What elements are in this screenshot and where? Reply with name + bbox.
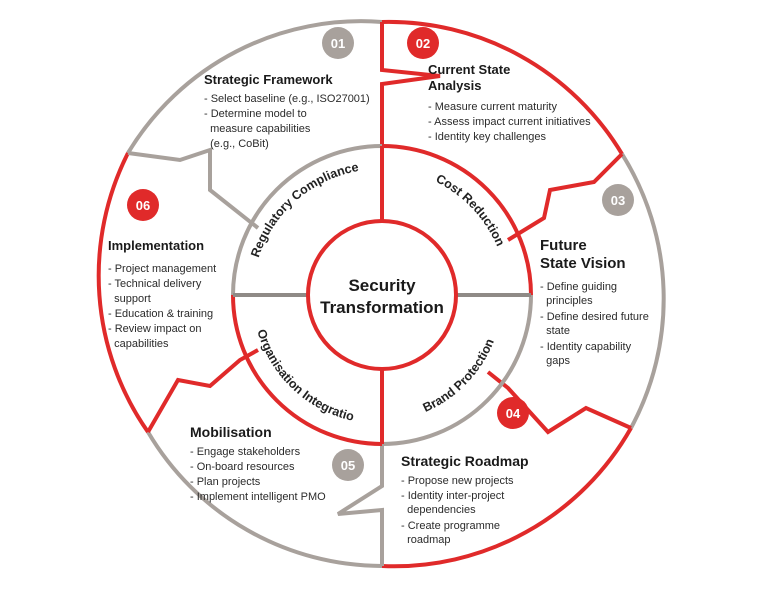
badge-01: 01 (322, 27, 354, 59)
stage-02-title-line2: Analysis (428, 78, 481, 93)
stage-04-strategic-roadmap: Strategic Roadmap - Propose new projects… (401, 453, 529, 546)
svg-text:02: 02 (416, 36, 430, 51)
stage-02-item: - Assess impact current initiatives (428, 116, 591, 128)
center-title-line1: Security (348, 276, 416, 295)
divider-02-03 (506, 152, 624, 242)
stage-02-item: - Measure current maturity (428, 101, 557, 113)
stage-06-item: support (108, 293, 151, 305)
outer-ring-segment-grey-left-top (126, 19, 383, 155)
badge-02: 02 (407, 27, 439, 59)
stage-03-item: - Identity capability (540, 341, 632, 353)
stage-02-current-state-analysis: Current State Analysis - Measure current… (428, 62, 591, 143)
outer-ring-segment-grey-bottom-left (146, 430, 383, 568)
outer-ring-segment-red-top-right (381, 19, 624, 156)
stage-06-implementation: Implementation - Project management - Te… (108, 238, 216, 350)
inner-ring (231, 144, 533, 446)
center-title-line2: Transformation (320, 298, 444, 317)
stage-04-title: Strategic Roadmap (401, 453, 529, 469)
stage-03-item: - Define desired future (540, 311, 649, 323)
stage-03-future-state-vision: Future State Vision - Define guiding pri… (540, 237, 649, 367)
stage-02-item: - Identity key challenges (428, 131, 547, 143)
stage-05-item: - Engage stakeholders (190, 446, 301, 458)
stage-06-item: - Project management (108, 263, 216, 275)
stage-05-title: Mobilisation (190, 424, 272, 440)
stage-06-title: Implementation (108, 238, 204, 253)
stage-01-strategic-framework: Strategic Framework - Select baseline (e… (204, 72, 370, 150)
svg-text:06: 06 (136, 198, 150, 213)
outer-ring-segment-grey-right (620, 152, 666, 429)
outer-ring-segment-red-bottom-right (381, 427, 633, 569)
stage-03-item: - Define guiding (540, 281, 617, 293)
divider-05-06 (146, 348, 259, 433)
ring-label-cost-reduction: Cost Reduction (434, 171, 508, 248)
divider-01-02 (380, 22, 441, 170)
stage-01-item: - Determine model to (204, 108, 307, 120)
stage-05-item: - Plan projects (190, 476, 261, 488)
inner-ring-bottom-right (381, 294, 533, 446)
center-circle (306, 219, 458, 371)
stage-04-item: - Identity inter-project (401, 490, 504, 502)
stage-04-item: - Propose new projects (401, 475, 514, 487)
stage-03-item: principles (540, 295, 593, 307)
stage-03-title-line2: State Vision (540, 255, 626, 272)
stage-05-item: - On-board resources (190, 461, 295, 473)
stage-01-item: measure capabilities (204, 123, 311, 135)
stage-01-item: (e.g., CoBit) (204, 138, 269, 150)
badge-05: 05 (332, 449, 364, 481)
outer-ring-segment-red-left (96, 152, 150, 434)
stage-06-item: - Education & training (108, 308, 213, 320)
stage-06-item: - Technical delivery (108, 278, 202, 290)
svg-text:04: 04 (506, 406, 521, 421)
divider-04-05 (336, 428, 384, 566)
stage-03-title-line1: Future (540, 237, 587, 254)
inner-ring-top-left (231, 144, 383, 296)
inner-ring-top-right (381, 144, 533, 296)
svg-text:05: 05 (341, 458, 355, 473)
badge-06: 06 (127, 189, 159, 221)
stage-05-mobilisation: Mobilisation - Engage stakeholders - On-… (190, 424, 326, 503)
stage-03-item: gaps (540, 355, 570, 367)
stage-01-item: - Select baseline (e.g., ISO27001) (204, 93, 370, 105)
ring-label-organisation-integration: Organisation Integration (0, 0, 356, 424)
stage-05-item: - Implement intelligent PMO (190, 491, 326, 503)
inner-ring-bottom-left (231, 294, 383, 446)
stage-06-item: - Review impact on (108, 323, 202, 335)
svg-text:01: 01 (331, 36, 345, 51)
stage-04-item: - Create programme (401, 520, 500, 532)
stage-01-title: Strategic Framework (204, 72, 333, 87)
stage-02-title-line1: Current State (428, 62, 510, 77)
stage-04-item: roadmap (401, 534, 451, 546)
badge-04: 04 (497, 397, 529, 429)
stage-06-item: capabilities (108, 338, 169, 350)
stage-04-item: dependencies (401, 504, 476, 516)
divider-06-01 (127, 147, 260, 230)
outer-ring (96, 19, 666, 569)
svg-text:03: 03 (611, 193, 625, 208)
badge-03: 03 (602, 184, 634, 216)
stage-03-item: state (540, 325, 570, 337)
